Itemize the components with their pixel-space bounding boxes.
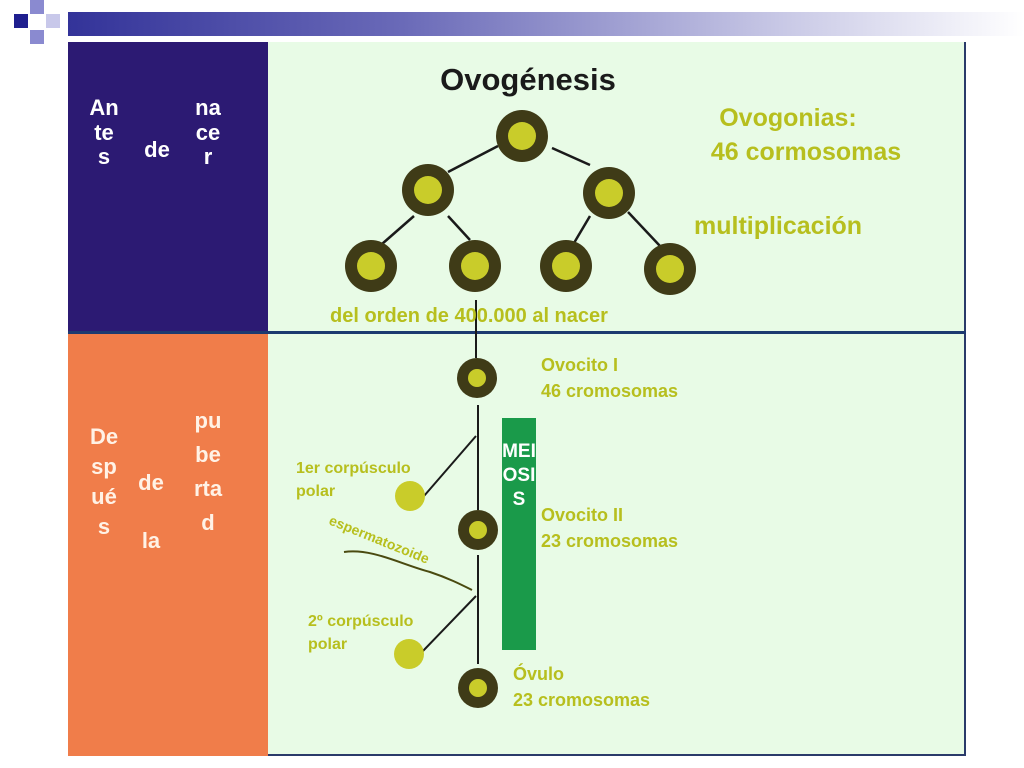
multiplication-label: multiplicación [694, 212, 862, 240]
after-puberty-panel [68, 334, 268, 756]
ovocito2-name: Ovocito II [541, 505, 623, 525]
diagram-title: Ovogénesis [440, 62, 616, 97]
polar-body2-icon [394, 639, 424, 669]
ovocito1-name: Ovocito I [541, 355, 618, 375]
side-word-de-la: de la [138, 470, 164, 553]
ovogonias-label: Ovogonias: [719, 104, 857, 132]
header-gradient-bar [68, 12, 1024, 36]
corner-square-icon [14, 14, 28, 28]
side-word-despues: Después [89, 424, 119, 539]
ovocito2-count: 23 cromosomas [541, 531, 678, 551]
side-word-de: de [144, 137, 170, 162]
side-word-nacer: nacer [195, 95, 221, 169]
side-word-pubertad: pubertad [193, 408, 223, 535]
birth-count-label: del orden de 400.000 al nacer [330, 305, 608, 327]
before-birth-panel [68, 42, 268, 332]
ovogonias-count: 46 cormosomas [711, 138, 901, 166]
lineage-lines [421, 300, 479, 664]
ovulo-name: Óvulo [513, 663, 564, 684]
side-word-antes: Antes [89, 95, 119, 169]
meiosis-bar: MEIOSIS [502, 418, 536, 650]
corner-square-icon [30, 30, 44, 44]
polar2-label-line2: polar [308, 636, 347, 653]
tree-connectors [381, 144, 661, 247]
polar1-label-line1: 1er corpúsculo [296, 460, 411, 477]
sperm-label: espermatozoide [327, 512, 432, 567]
stage-cells [394, 358, 498, 708]
ovulo-count: 23 cromosomas [513, 690, 650, 710]
polar2-label-line1: 2º corpúsculo [308, 613, 414, 630]
ovogonia-cells [345, 110, 696, 295]
corner-square-icon [30, 0, 44, 14]
polar1-label-line2: polar [296, 483, 335, 500]
corner-square-icon [46, 14, 60, 28]
section-divider [68, 331, 966, 334]
sperm-tail-line [343, 550, 473, 591]
polar-body1-icon [395, 481, 425, 511]
ovocito1-count: 46 cromosomas [541, 381, 678, 401]
